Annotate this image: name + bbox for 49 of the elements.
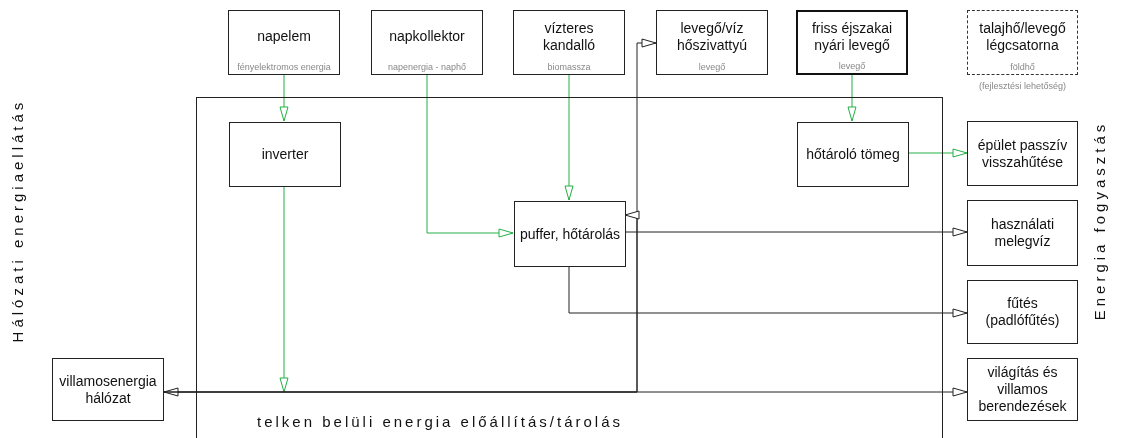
connector-arrow bbox=[564, 74, 574, 201]
process-box bbox=[967, 200, 1078, 266]
connector-arrow bbox=[847, 74, 857, 122]
node-title: vízteres kandalló bbox=[541, 19, 597, 54]
energy-source-caption: biomassza bbox=[547, 62, 591, 73]
process-box bbox=[514, 201, 626, 267]
process-box bbox=[967, 121, 1078, 186]
node-note: (fejlesztési lehetőség) bbox=[979, 81, 1066, 91]
process-box bbox=[967, 358, 1078, 421]
node-title: fűtés (padlófűtés) bbox=[984, 295, 1061, 329]
side-heading: Hálózati energiaellátás bbox=[9, 98, 27, 342]
process-box bbox=[797, 122, 909, 187]
side-heading: Energia fogyasztás bbox=[1091, 120, 1109, 320]
energy-source-caption: levegő bbox=[698, 62, 726, 73]
node-title: világítás és villamos berendezések bbox=[977, 364, 1068, 415]
process-box bbox=[796, 10, 908, 75]
connector-arrow bbox=[907, 148, 968, 158]
area-label: telken belüli energia előállítás/tárolás bbox=[257, 413, 623, 430]
process-box bbox=[228, 10, 340, 75]
process-box bbox=[513, 10, 625, 75]
connector-arrow bbox=[624, 227, 968, 237]
energy-source-caption: fényelektromos energia bbox=[237, 62, 331, 73]
connector-arrow bbox=[279, 185, 289, 393]
process-box bbox=[656, 10, 768, 75]
node-title: napelem bbox=[257, 28, 311, 45]
site-boundary-frame bbox=[196, 97, 943, 438]
connector-arrow bbox=[568, 265, 968, 318]
node-title: napkollektor bbox=[389, 28, 465, 45]
node-title: talajhő/levegő légcsatorna bbox=[978, 19, 1067, 54]
process-box bbox=[52, 358, 164, 421]
node-title: hőtároló tömeg bbox=[806, 146, 900, 163]
node-title: villamosenergia hálózat bbox=[58, 372, 158, 407]
process-box bbox=[967, 10, 1078, 75]
node-title: használati melegvíz bbox=[989, 216, 1055, 250]
connector-arrow bbox=[163, 210, 640, 393]
process-box bbox=[229, 122, 341, 187]
energy-source-caption: földhő bbox=[1010, 62, 1035, 73]
process-box bbox=[967, 280, 1078, 344]
node-title: puffer, hőtárolás bbox=[519, 225, 621, 243]
process-box bbox=[371, 10, 483, 75]
energy-source-caption: levegő bbox=[838, 61, 866, 72]
node-title: friss éjszakai nyári levegő bbox=[810, 19, 894, 54]
node-title: épület passzív visszahűtése bbox=[976, 136, 1069, 171]
connector-arrow bbox=[426, 74, 514, 238]
energy-source-caption: napenergia - naphő bbox=[387, 62, 467, 73]
node-title: inverter bbox=[261, 146, 309, 163]
connector-arrow bbox=[279, 74, 289, 122]
node-title: levegő/víz hőszivattyú bbox=[675, 19, 748, 54]
connector-arrow bbox=[163, 387, 968, 397]
